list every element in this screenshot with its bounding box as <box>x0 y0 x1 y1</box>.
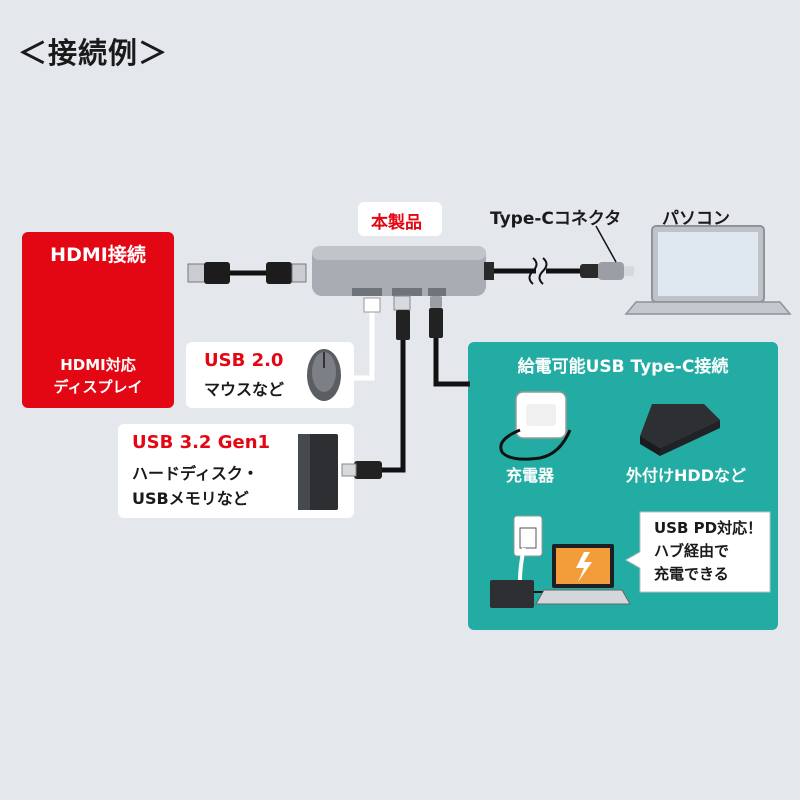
hdmi-line1: HDMI対応 <box>60 356 136 374</box>
charger-label: 充電器 <box>505 466 554 485</box>
usb3-line2: USBメモリなど <box>132 489 249 508</box>
pd-cable <box>429 296 470 387</box>
charger-illustration <box>499 391 572 461</box>
note-line3: 充電できる <box>654 565 729 583</box>
usb2-desc: マウスなど <box>204 380 285 399</box>
product-label-box <box>358 202 442 236</box>
usb3-cable <box>341 295 411 479</box>
hdd-label: 外付けHDDなど <box>626 466 746 485</box>
typec-host-cable <box>484 257 634 285</box>
usb2-title: USB 2.0 <box>204 350 284 371</box>
usb3-title: USB 3.2 Gen1 <box>132 432 271 453</box>
hub-body <box>312 246 486 296</box>
pd-title: 給電可能USB Type-C接続 <box>517 357 729 377</box>
mouse-illustration <box>307 349 341 401</box>
connector-leader <box>595 225 617 263</box>
hdmi-cable <box>187 262 307 284</box>
note-line1: USB PD対応！ <box>654 519 763 537</box>
connector-label: Type-Cコネクタ <box>490 209 622 229</box>
pd-charging-scene <box>490 515 631 608</box>
harddisk-illustration <box>298 434 338 510</box>
page-title: ＜接続例＞ <box>18 36 169 70</box>
product-label: 本製品 <box>371 213 422 233</box>
usb2-cable <box>354 297 381 381</box>
laptop-label: パソコン <box>662 209 730 229</box>
laptop-illustration <box>624 225 792 315</box>
note-bubble <box>624 511 771 593</box>
hdmi-box <box>22 232 174 408</box>
usb3-line1: ハードディスク・ <box>132 464 259 483</box>
hdmi-line2: ディスプレイ <box>53 378 143 396</box>
hdmi-title: HDMI接続 <box>50 244 146 266</box>
note-line2: ハブ経由で <box>654 542 730 560</box>
external-hdd-illustration <box>640 404 720 456</box>
